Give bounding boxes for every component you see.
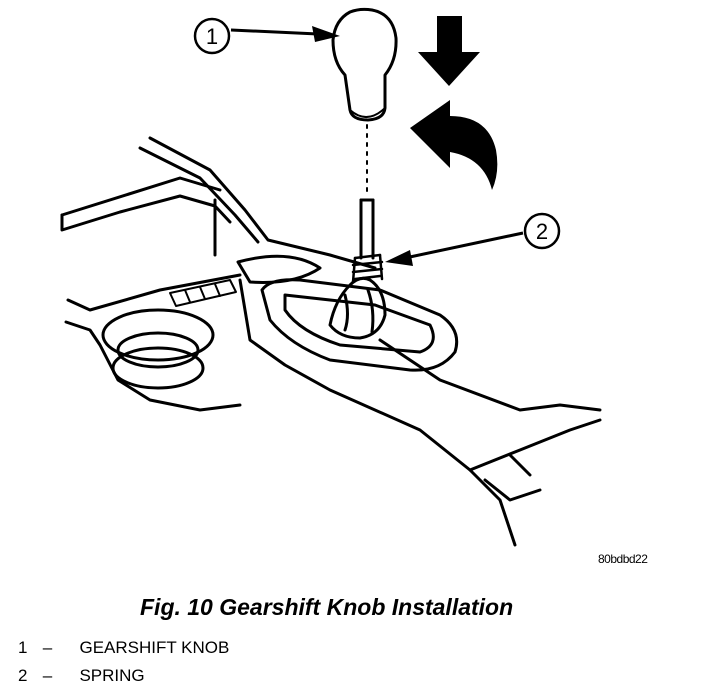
- legend-label: GEARSHIFT KNOB: [79, 638, 230, 657]
- legend-number: 2: [18, 666, 28, 685]
- down-arrow-icon: [418, 16, 480, 86]
- callout-1-arrowhead: [312, 26, 340, 42]
- legend-dash: –: [42, 666, 53, 685]
- switch-panel: [169, 279, 237, 307]
- legend-item: 1 – GEARSHIFT KNOB: [18, 638, 229, 658]
- cup-holder: [101, 254, 322, 390]
- callout-1: 1: [193, 17, 340, 55]
- legend-label: SPRING: [79, 666, 145, 685]
- callout-2-number: 2: [536, 219, 548, 244]
- spring: [351, 253, 384, 284]
- legend-dash: –: [42, 638, 53, 657]
- gearshift-knob: [331, 7, 398, 122]
- shift-boot-bezel: [260, 276, 459, 372]
- rotate-arrow-icon: [410, 100, 498, 190]
- callout-1-number: 1: [206, 24, 218, 49]
- callout-2-arrowhead: [385, 250, 413, 266]
- figure-caption: Fig. 10 Gearshift Knob Installation: [140, 594, 514, 620]
- legend-number: 1: [18, 638, 28, 657]
- figure-id: 80bdbd22: [598, 552, 648, 566]
- center-console: [60, 136, 602, 547]
- legend-item: 2 – SPRING: [18, 666, 145, 686]
- callout-2: 2: [385, 212, 561, 266]
- shift-lever: [359, 198, 375, 260]
- gearshift-illustration: 1 2: [60, 7, 602, 547]
